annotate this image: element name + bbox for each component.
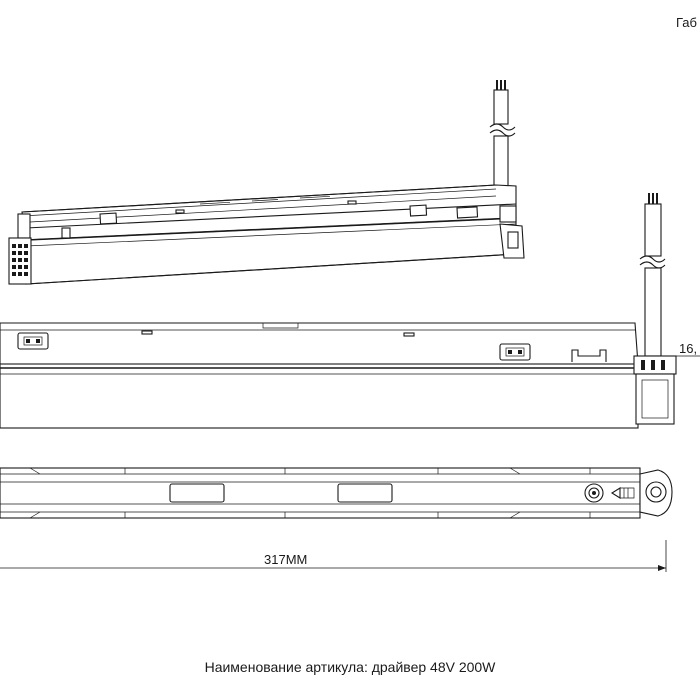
dimension-lines xyxy=(0,355,700,572)
bottom-connector xyxy=(584,483,635,503)
side-latch-right xyxy=(499,343,531,361)
article-name-caption: Наименование артикула: драйвер 48V 200W xyxy=(204,659,496,675)
height-dimension-label: 16, xyxy=(679,341,698,356)
header-label: Габ xyxy=(676,15,697,30)
bottom-end-cap xyxy=(639,469,673,517)
side-latch-left xyxy=(17,332,49,350)
bottom-view xyxy=(0,467,673,519)
side-view xyxy=(0,193,677,429)
side-terminal xyxy=(633,355,677,425)
side-cable xyxy=(639,193,666,357)
iso-right-cap xyxy=(499,205,525,259)
iso-left-connector xyxy=(8,213,71,285)
length-dimension-label: 317MM xyxy=(264,552,308,567)
isometric-view xyxy=(8,80,525,285)
